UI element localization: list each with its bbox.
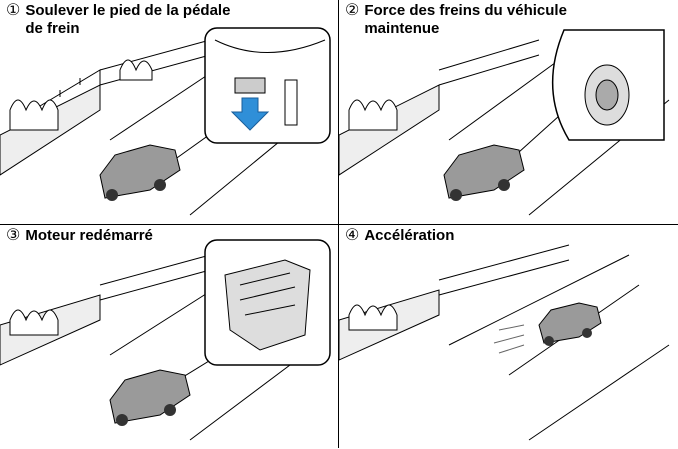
down-arrow-icon [230, 97, 270, 131]
engine-inset [204, 239, 331, 366]
step-1-illustration [0, 27, 331, 216]
step-1-title-line-2: de frein [25, 20, 80, 37]
step-2-title: Force des freins du véhicule [364, 2, 567, 19]
horizontal-divider [0, 224, 678, 225]
step-3-illustration [0, 239, 331, 441]
step-3-panel: ③ Moteur redémarré [0, 225, 338, 449]
step-3-title: Moteur redémarré [25, 227, 153, 244]
step-1-title: Soulever le pied de la pédale [25, 2, 231, 19]
car-icon [538, 302, 602, 346]
brake-pedal-inset [204, 27, 331, 144]
step-3-number: ③ [6, 227, 21, 244]
step-4-title: Accélération [364, 227, 455, 244]
step-4-number: ④ [345, 227, 360, 244]
step-2-title-line-2: maintenue [364, 20, 440, 37]
step-2-number: ② [345, 2, 360, 19]
step-3-caption: ③ Moteur redémarré [6, 227, 153, 245]
car-icon [99, 144, 181, 201]
car-icon [109, 369, 191, 426]
car-icon [443, 144, 525, 201]
step-1-number: ① [6, 2, 21, 19]
step-2-illustration [339, 29, 670, 216]
step-4-illustration [339, 244, 670, 441]
step-4-caption: ④ Accélération [345, 227, 454, 245]
step-4-panel: ④ Accélération [339, 225, 677, 449]
wheel-brake-inset [551, 29, 665, 141]
